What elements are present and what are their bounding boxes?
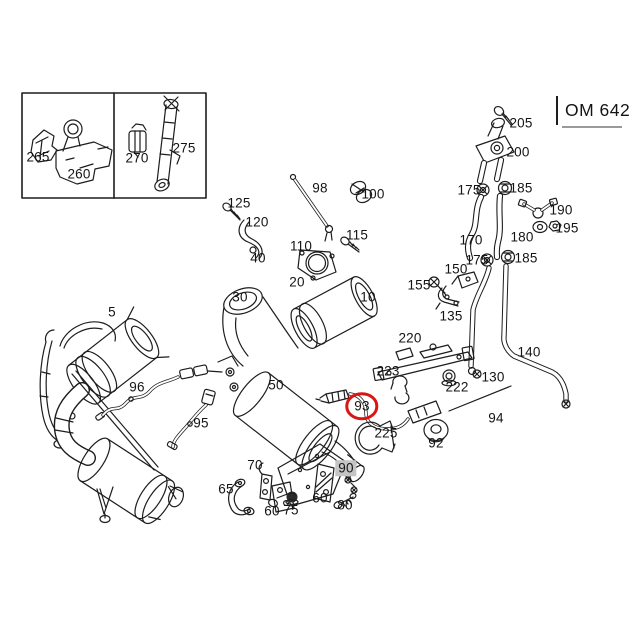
part-96-sensor-wire (95, 364, 223, 421)
part-265-drawing (30, 129, 58, 163)
part-label-65-41: 65 (218, 481, 234, 497)
part-label-275-3: 275 (172, 140, 196, 156)
part-185-clip-upper (497, 180, 513, 196)
part-223-clamp (390, 375, 410, 405)
part-label-96-31: 96 (129, 379, 145, 395)
part-10-catalyst-cylinder (290, 276, 378, 349)
inset-reference-box (21, 92, 207, 199)
part-175-grommet-lower (480, 253, 494, 267)
part-110-gasket (297, 249, 337, 281)
part-120-bracket (238, 219, 263, 260)
part-195-nut (548, 220, 562, 232)
part-label-98-20: 98 (312, 180, 328, 196)
engine-code-box: OM 642 (556, 96, 634, 125)
part-label-185-13: 185 (514, 250, 538, 266)
part-label-220-34: 220 (398, 330, 422, 346)
part-92-grommet (423, 418, 449, 443)
part-label-93-37: 93 (345, 392, 379, 420)
part-label-225-38: 225 (374, 425, 398, 441)
part-label-80-46: 80 (337, 497, 353, 513)
part-label-125-22: 125 (227, 195, 251, 211)
part-label-120-23: 120 (245, 214, 269, 230)
part-label-190-8: 190 (549, 202, 573, 218)
part-label-60-44: 60 (312, 490, 328, 506)
part-label-20-27: 20 (289, 274, 305, 290)
part-130-clip (472, 369, 482, 379)
part-5-left-catalyst-assembly (39, 306, 185, 525)
part-93-temperature-sensor (315, 389, 442, 431)
part-label-150-14: 150 (444, 261, 468, 277)
part-225-clamp (354, 420, 396, 455)
part-170-hose (464, 193, 485, 262)
part-90-screws (344, 476, 358, 494)
part-80-bolt (333, 492, 357, 509)
part-94-leader-line (448, 385, 512, 412)
part-label-30-28: 30 (232, 289, 248, 305)
part-label-135-16: 135 (439, 308, 463, 324)
part-label-270-2: 270 (125, 150, 149, 166)
part-label-185-7: 185 (509, 180, 533, 196)
part-label-50-33: 50 (268, 377, 284, 393)
part-label-223-35: 223 (376, 363, 400, 379)
part-label-40-26: 40 (250, 250, 266, 266)
part-190-sensor (517, 197, 559, 234)
part-200-valve-unit (475, 117, 515, 185)
part-98-dipstick-rod (289, 173, 334, 242)
part-label-205-4: 205 (509, 115, 533, 131)
part-275-drawing (154, 95, 181, 192)
part-95-sensor-wire (166, 388, 216, 451)
part-label-110-24: 110 (289, 238, 313, 254)
part-label-60-42: 60 (264, 503, 280, 519)
part-label-222-36: 222 (445, 379, 469, 395)
engine-code-divider (556, 96, 558, 125)
part-205-bolt (493, 105, 513, 126)
part-label-10-29: 10 (360, 289, 376, 305)
part-140-pipe (501, 263, 571, 409)
part-label-195-9: 195 (555, 220, 579, 236)
part-135-bracket (435, 285, 460, 310)
part-60-bracket-right (313, 463, 335, 503)
part-label-170-10: 170 (459, 232, 483, 248)
part-label-92-39: 92 (428, 435, 444, 451)
engine-code-label: OM 642 (565, 100, 631, 120)
part-label-200-5: 200 (506, 144, 530, 160)
part-270-drawing (128, 123, 147, 158)
part-label-175-12: 175 (465, 252, 489, 268)
part-label-100-21: 100 (361, 186, 385, 202)
left-coolant-pipe (467, 265, 492, 376)
part-label-94-19: 94 (488, 410, 504, 426)
part-125-bolt (222, 202, 241, 221)
part-label-140-17: 140 (517, 344, 541, 360)
part-115-bolt (340, 236, 360, 253)
part-222-nut (441, 369, 457, 387)
part-label-265-0: 265 (26, 149, 50, 165)
part-label-155-15: 155 (407, 277, 431, 293)
part-label-75-43: 75 (283, 502, 299, 518)
part-label-90-45: 90 (335, 460, 357, 476)
engine-code-underline (562, 126, 622, 128)
part-label-175-6: 175 (457, 182, 481, 198)
part-label-130-18: 130 (481, 369, 505, 385)
part-185-clip-lower (500, 249, 516, 265)
part-label-5-30: 5 (108, 304, 116, 320)
part-260-drawing (55, 119, 113, 185)
part-label-115-25: 115 (345, 227, 369, 243)
part-220-bracket-bar (372, 343, 475, 382)
part-65-bracket (228, 478, 255, 516)
part-label-70-40: 70 (247, 457, 263, 473)
part-label-95-32: 95 (193, 415, 209, 431)
part-100-clamp (349, 180, 373, 204)
part-150-bracket (451, 271, 479, 289)
part-180-hose (493, 192, 504, 261)
part-75-nut (285, 491, 299, 506)
part-label-260-1: 260 (67, 166, 91, 182)
part-label-180-11: 180 (510, 229, 534, 245)
part-155-bolt (428, 276, 447, 296)
